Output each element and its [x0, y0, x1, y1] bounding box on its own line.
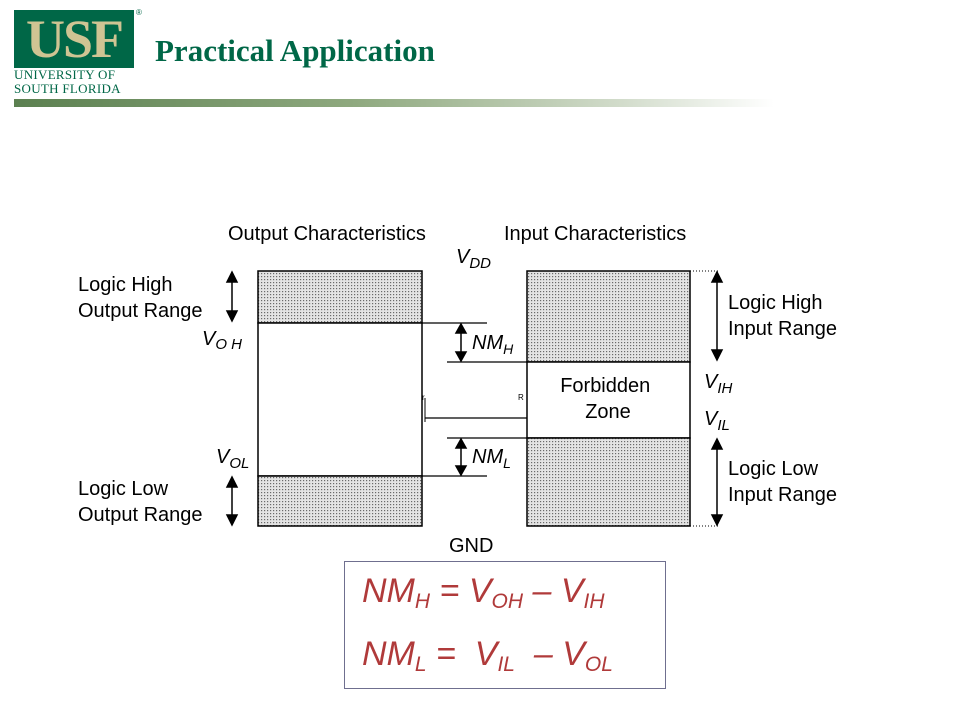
- nml-formula: NML = VIL – VOL: [362, 635, 613, 676]
- nml-label: NML: [472, 446, 511, 471]
- logo-line-1: UNIVERSITY OF: [14, 67, 116, 82]
- output-undefined-region: [257, 322, 423, 477]
- stray-mark-r: r: [422, 393, 425, 402]
- nmh-label: NMH: [472, 332, 514, 357]
- input-high-arrow: [710, 270, 724, 362]
- output-low-arrow: [225, 475, 239, 527]
- vdd-label: VDD: [456, 246, 491, 272]
- title-underline: [14, 99, 774, 107]
- gnd-label: GND: [449, 535, 493, 557]
- input-low-arrow: [710, 437, 724, 527]
- input-low-range-fill: [526, 437, 691, 527]
- logo-line-2: SOUTH FLORIDA: [14, 81, 121, 96]
- vih-label: VIH: [704, 371, 733, 397]
- vil-label: VIL: [704, 408, 730, 434]
- slide-title: Practical Application: [155, 33, 435, 68]
- registered-mark: ®: [136, 8, 142, 17]
- nmh-arrow: [454, 322, 468, 363]
- output-high-range-fill: [257, 270, 423, 324]
- nml-arrow: [454, 437, 468, 477]
- input-low-range-label: Logic Low Input Range: [728, 458, 837, 506]
- input-high-range-label: Logic High Input Range: [728, 292, 837, 340]
- input-high-range-fill: [526, 270, 691, 363]
- noise-margin-formula-box: [344, 561, 666, 689]
- forbidden-zone-label: Forbidden Zone: [560, 375, 656, 423]
- forbidden-zone-box: [526, 361, 691, 439]
- input-characteristics-heading: Input Characteristics: [504, 223, 686, 245]
- usf-logo-mark: USF: [25, 9, 124, 69]
- output-low-range-fill: [257, 475, 423, 527]
- usf-logo-block: [14, 10, 134, 68]
- stray-mark-R: R: [518, 393, 524, 402]
- vol-label: VOL: [216, 446, 249, 472]
- output-characteristics-heading: Output Characteristics: [228, 223, 426, 245]
- output-high-range-label: Logic High Output Range: [78, 274, 203, 322]
- output-low-range-label: Logic Low Output Range: [78, 478, 203, 526]
- nmh-formula: NMH = VOH – VIH: [362, 572, 605, 613]
- usf-logo-subtitle: UNIVERSITY OF SOUTH FLORIDA: [14, 68, 144, 96]
- voh-label: VO H: [202, 328, 242, 353]
- output-high-arrow: [225, 270, 239, 323]
